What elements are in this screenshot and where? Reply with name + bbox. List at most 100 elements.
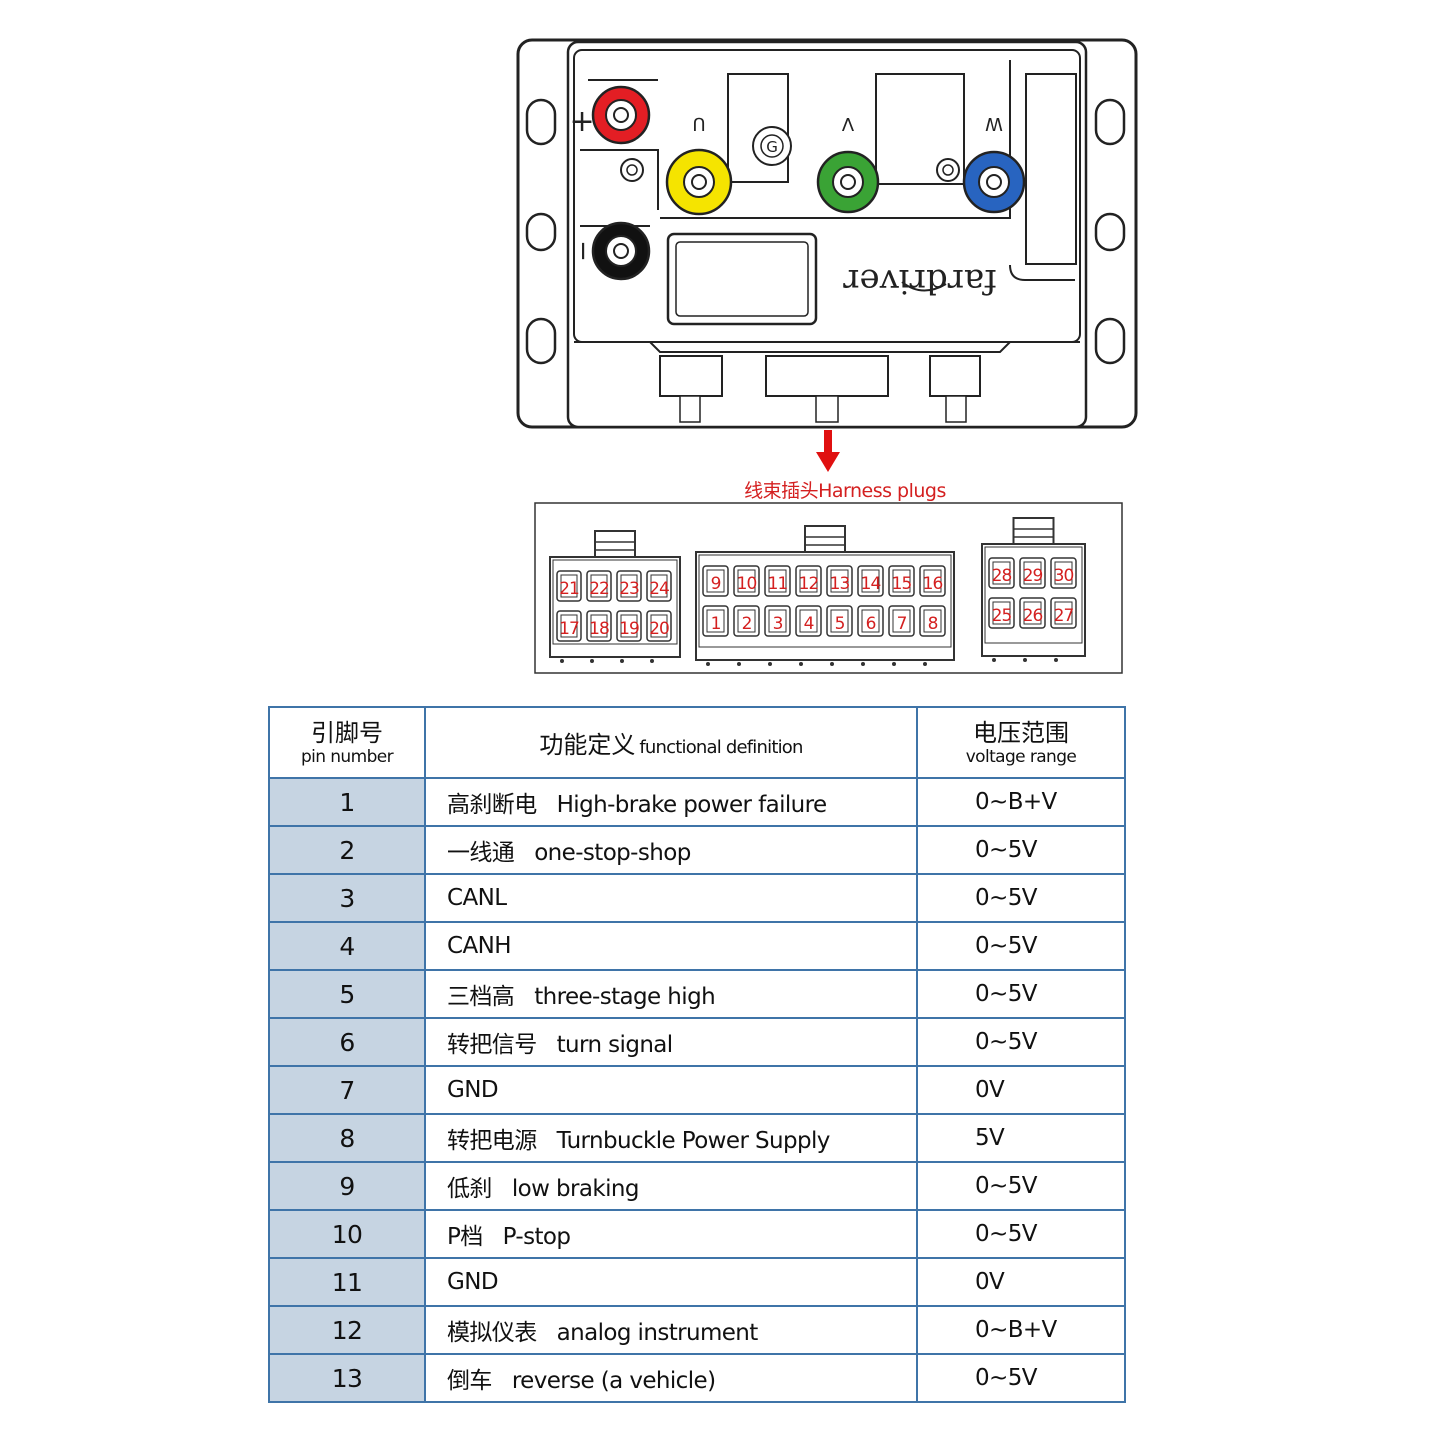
plug-pin-cell (888, 565, 915, 597)
plug-pin-cell (616, 610, 642, 642)
function-zh: 倒车 (447, 1368, 492, 1394)
plug-pin-cell (826, 565, 853, 597)
plug-pin-cell (1019, 597, 1046, 629)
plug-pin-cell (702, 565, 729, 597)
terminal-panel (573, 49, 1081, 343)
phase-w-mark: W (985, 113, 1003, 134)
plug-pin-cell (1050, 597, 1077, 629)
function-zh: 转把信号 (447, 1032, 537, 1058)
pin-number-cell: 12 (268, 1305, 426, 1355)
mounting-slot (525, 98, 557, 146)
voltage-cell: 0~5V (916, 969, 1126, 1019)
plug-pin-number: 21 (559, 579, 579, 599)
positive-mark: + (569, 104, 594, 139)
negative-terminal (591, 221, 651, 281)
plug-pin-number: 14 (861, 574, 881, 594)
brand-logo: fardriver (842, 261, 996, 301)
voltage-cell: 0~B+V (916, 777, 1126, 827)
screw-icon (620, 158, 644, 182)
function-en: three-stage high (534, 984, 716, 1010)
function-en: GND (447, 1077, 499, 1103)
function-zh: 转把电源 (447, 1128, 537, 1154)
function-cell: 转把电源 Turnbuckle Power Supply (424, 1113, 918, 1163)
mounting-slot (1094, 212, 1126, 252)
plug-pin-cell (646, 570, 672, 602)
pin-number-cell: 7 (268, 1065, 426, 1115)
function-cell: GND (424, 1065, 918, 1115)
voltage-cell: 0~5V (916, 873, 1126, 923)
function-cell: CANH (424, 921, 918, 971)
screw-icon (936, 158, 960, 182)
plug-pin-number: 20 (649, 619, 669, 639)
plug-pin-cell (988, 597, 1015, 629)
plug-pin-number: 23 (619, 579, 639, 599)
pin-number-cell: 11 (268, 1257, 426, 1307)
function-cell: CANL (424, 873, 918, 923)
function-en: low braking (511, 1176, 640, 1202)
pin-number-cell: 3 (268, 873, 426, 923)
function-en: High-brake power failure (556, 792, 828, 818)
function-en: one-stop-shop (534, 840, 691, 866)
plug-pin-number: 17 (559, 619, 579, 639)
function-cell: 高刹断电 High-brake power failure (424, 777, 918, 827)
plug-pin-cell (795, 565, 822, 597)
plug-pin-number: 1 (711, 614, 721, 634)
plug-pin-number: 11 (768, 574, 788, 594)
plug-pin-number: 4 (804, 614, 814, 634)
mounting-slot (1094, 98, 1126, 146)
plug-pin-number: 19 (619, 619, 639, 639)
function-zh: 高刹断电 (447, 792, 537, 818)
voltage-cell: 0~5V (916, 1353, 1126, 1403)
voltage-cell: 0~5V (916, 1209, 1126, 1259)
function-en: analog instrument (556, 1320, 759, 1346)
plug-pin-cell (586, 610, 612, 642)
phase-v-mark: V (841, 113, 854, 134)
negative-mark: − (568, 240, 598, 262)
plug-pin-number: 26 (1023, 606, 1043, 626)
phase-u-terminal (665, 148, 733, 216)
function-en: Turnbuckle Power Supply (556, 1128, 831, 1154)
mounting-slot (1094, 317, 1126, 365)
plug-pin-number: 22 (589, 579, 609, 599)
pin-number-cell: 10 (268, 1209, 426, 1259)
plug-pin-cell (556, 610, 582, 642)
function-en: GND (447, 1269, 499, 1295)
function-zh: 一线通 (447, 840, 515, 866)
function-en: turn signal (556, 1032, 674, 1058)
pin-number-cell: 5 (268, 969, 426, 1019)
plug-pin-number: 27 (1054, 606, 1074, 626)
plug-pin-number: 6 (866, 614, 876, 634)
connector-housing (765, 355, 889, 397)
plug-pin-cell (733, 605, 760, 637)
function-cell: P档 P-stop (424, 1209, 918, 1259)
phase-u-mark: U (692, 113, 705, 134)
pin-number-cell: 13 (268, 1353, 426, 1403)
function-en: P-stop (502, 1224, 571, 1250)
voltage-cell: 0V (916, 1065, 1126, 1115)
plug-pin-cell (888, 605, 915, 637)
plug-pin-cell (733, 565, 760, 597)
voltage-cell: 0~5V (916, 921, 1126, 971)
plug-pin-cell (857, 605, 884, 637)
harness-plugs-label: 线束插头Harness plugs (744, 480, 946, 502)
plug-pin-cell (1019, 557, 1046, 589)
plug-pin-cell (795, 605, 822, 637)
function-zh: P档 (447, 1224, 483, 1250)
connector-housing (659, 355, 723, 397)
ground-screw-icon (752, 126, 792, 166)
harness-arrow-icon (816, 430, 840, 472)
voltage-cell: 0~B+V (916, 1305, 1126, 1355)
table-row: 10 P档 P-stop 0~5V (268, 1209, 1126, 1259)
pin-number-cell: 4 (268, 921, 426, 971)
